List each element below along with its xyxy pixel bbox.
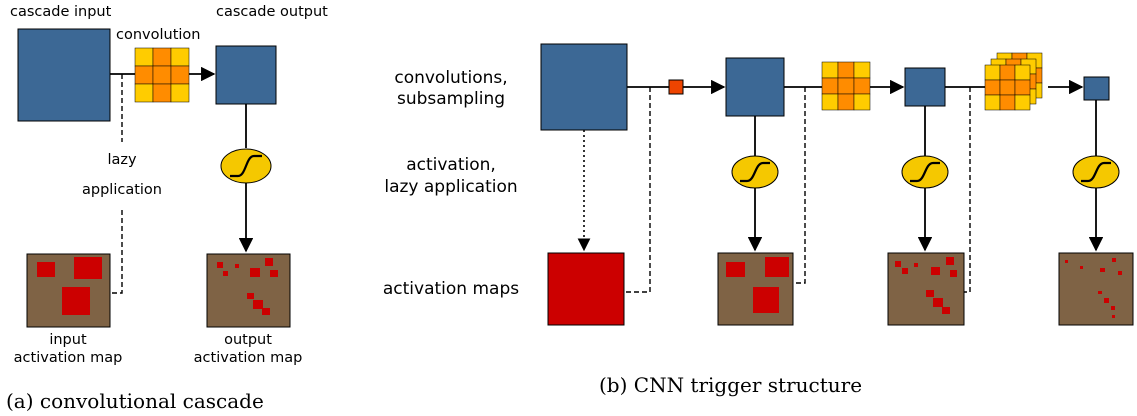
convolution-kernel-stack-icon — [984, 52, 1043, 111]
row-label-subsampling: subsampling — [397, 89, 505, 109]
sigmoid-icon — [220, 148, 272, 184]
lazy-application-dashed-line — [964, 87, 971, 293]
feature-map-1 — [540, 43, 628, 131]
row-label-convolutions: convolutions, — [394, 68, 507, 88]
panel-b: convolutions, subsampling activation, la… — [383, 43, 1134, 397]
row-label-lazy-application: lazy application — [384, 177, 517, 197]
feature-map-3 — [904, 67, 946, 107]
output-activation-label-1: output — [224, 332, 272, 348]
caption-b: (b) CNN trigger structure — [599, 373, 862, 397]
activation-map-2 — [717, 252, 794, 326]
lazy-application-dashed-line — [110, 210, 123, 294]
input-activation-label-2: activation map — [14, 350, 123, 366]
application-label: application — [82, 182, 162, 198]
panel-a: cascade input convolution cascade output — [6, 4, 328, 413]
output-activation-label-2: activation map — [194, 350, 303, 366]
input-activation-label-1: input — [49, 332, 87, 348]
caption-a: (a) convolutional cascade — [6, 389, 264, 413]
cascade-output-label: cascade output — [216, 4, 328, 20]
convolution-label: convolution — [116, 27, 200, 43]
row-label-activation: activation, — [406, 155, 496, 175]
cascade-output-map — [215, 45, 277, 105]
lazy-application-dashed-line — [793, 87, 806, 284]
convolution-kernel-icon — [668, 79, 684, 95]
convolution-kernel-icon — [821, 61, 871, 111]
sigmoid-icon — [901, 155, 949, 189]
activation-map-4 — [1058, 252, 1134, 326]
convolution-kernel-icon — [134, 47, 190, 103]
row-label-activation-maps: activation maps — [383, 279, 519, 299]
cascade-input-label: cascade input — [10, 4, 112, 20]
activation-map-3 — [887, 252, 965, 326]
cascade-input-map — [17, 28, 111, 122]
output-activation-map — [206, 253, 291, 328]
lazy-application-dashed-line — [624, 87, 651, 293]
feature-map-4 — [1083, 76, 1110, 101]
lazy-label: lazy — [107, 152, 137, 168]
activation-map-1 — [547, 252, 625, 326]
sigmoid-icon — [1072, 155, 1120, 189]
feature-map-2 — [725, 57, 785, 117]
input-activation-map — [26, 253, 111, 328]
sigmoid-icon — [731, 155, 779, 189]
